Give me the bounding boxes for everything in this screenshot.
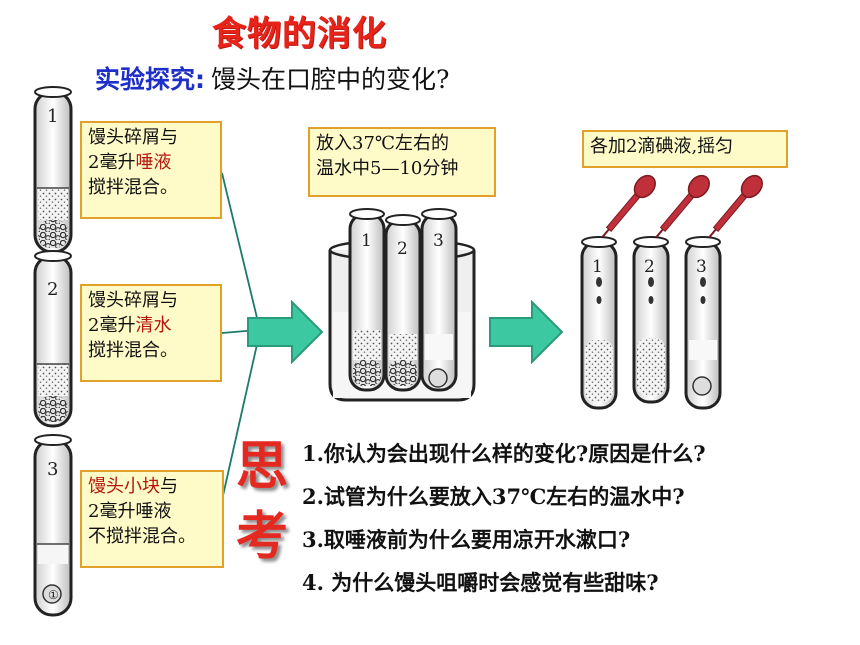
arrow-to-iodine-step	[489, 299, 564, 365]
tube-2-number: 2	[47, 279, 58, 300]
test-tube-3: ① 3	[33, 434, 73, 617]
svg-text:①: ①	[48, 588, 59, 602]
tube-2-note-line2: 2毫升清水	[88, 315, 172, 336]
question-3: 3.取唾液前为什么要用凉开水漱口?	[302, 527, 631, 552]
subtitle-label: 实验探究:	[95, 65, 205, 94]
iodine-note-text: 各加2滴碘液,摇匀	[590, 136, 734, 157]
iodine-droppers	[601, 174, 763, 238]
water-bath-note-line2: 温水中5—10分钟	[316, 158, 459, 179]
arrow-to-water-bath	[247, 299, 324, 365]
iodine-tube-1-number: 1	[592, 257, 603, 277]
subtitle-question: 馒头在口腔中的变化?	[211, 65, 450, 94]
iodine-tube-3-number: 3	[696, 257, 707, 277]
tube-3-note-line1: 馒头小块与	[88, 476, 178, 497]
tube-1-number: 1	[47, 106, 58, 127]
test-tube-1: 1	[33, 86, 73, 254]
think-label-char-1: 思	[235, 437, 288, 497]
water-bath-beaker: 1 2 3	[328, 208, 476, 402]
question-1: 1.你认为会出现什么样的变化?原因是什么?	[302, 441, 706, 466]
beaker-tube-3-number: 3	[433, 231, 444, 251]
tube-3-note-line3: 不搅拌混合。	[88, 526, 196, 547]
iodine-note: 各加2滴碘液,摇匀	[582, 130, 788, 168]
page-title: 食物的消化	[212, 14, 387, 54]
tube-3-note-line2: 2毫升唾液	[88, 501, 172, 522]
think-label-char-2: 考	[235, 507, 288, 567]
water-bath-note-line1: 放入37℃左右的	[316, 133, 450, 154]
iodine-tubes: 1 2 3	[580, 236, 722, 410]
tube-2-note: 馒头碎屑与 2毫升清水 搅拌混合。	[80, 284, 222, 382]
beaker-tube-2-number: 2	[397, 239, 408, 259]
tube-1-note: 馒头碎屑与 2毫升唾液 搅拌混合。	[80, 121, 222, 219]
tube-1-note-line2: 2毫升唾液	[88, 152, 172, 173]
tube-2-note-line3: 搅拌混合。	[88, 340, 178, 361]
tube-3-note: 馒头小块与 2毫升唾液 不搅拌混合。	[80, 470, 224, 568]
subtitle: 实验探究:馒头在口腔中的变化?	[95, 60, 449, 96]
tube-1-note-line1: 馒头碎屑与	[88, 127, 178, 148]
tube-3-number: 3	[47, 459, 58, 480]
tube-2-note-line1: 馒头碎屑与	[88, 290, 178, 311]
test-tube-2: 2	[33, 250, 73, 428]
beaker-tube-1-number: 1	[361, 231, 372, 251]
question-2: 2.试管为什么要放入37℃左右的温水中?	[302, 484, 685, 509]
think-label: 思 考	[232, 432, 292, 572]
water-bath-note: 放入37℃左右的 温水中5—10分钟	[308, 127, 496, 197]
question-4: 4. 为什么馒头咀嚼时会感觉有些甜味?	[302, 570, 659, 595]
iodine-tube-2-number: 2	[644, 257, 655, 277]
tube-1-note-line3: 搅拌混合。	[88, 177, 178, 198]
